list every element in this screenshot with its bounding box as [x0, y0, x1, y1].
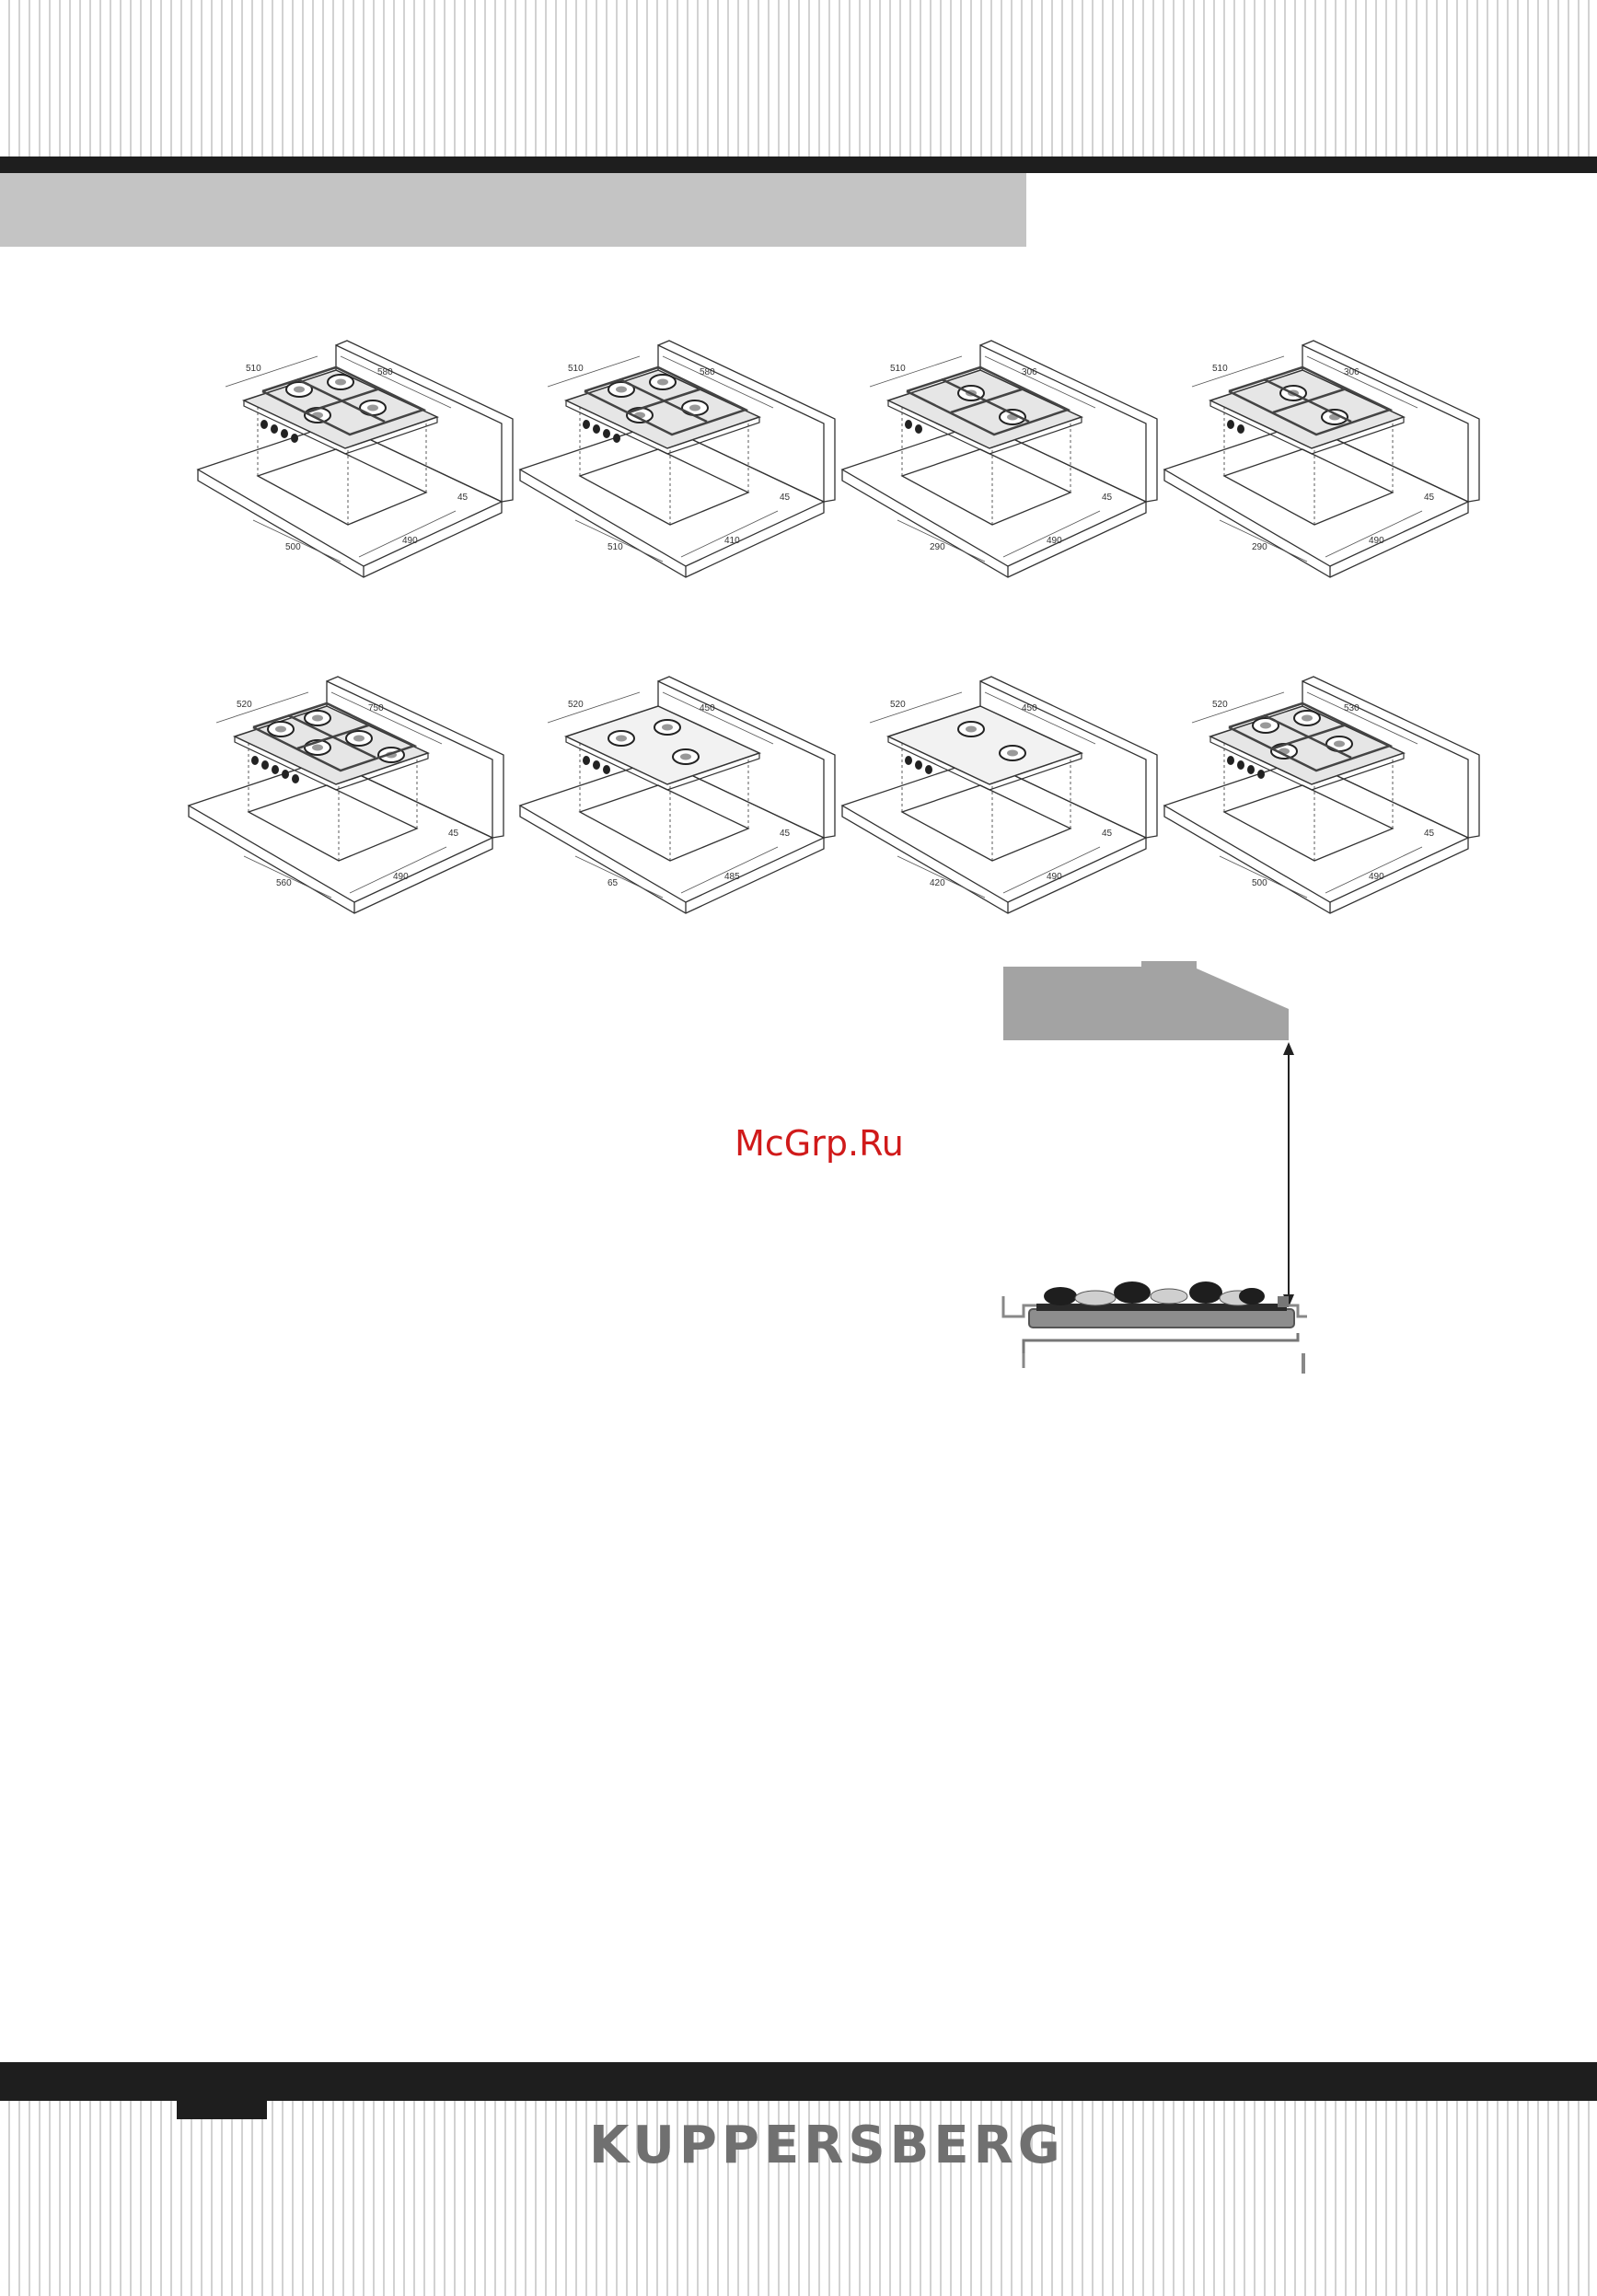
dim-cutout-depth: 500 — [285, 542, 301, 552]
control-knob-icon — [583, 420, 590, 429]
bottom-dark-band — [0, 2062, 1597, 2101]
brand-logo-text: KUPPERSBERG — [589, 2116, 1049, 2175]
hob-top — [888, 370, 1082, 448]
countertop-cutout — [902, 449, 1070, 525]
dim-top-depth: 510 — [246, 364, 261, 374]
dim-cutout-depth: 560 — [276, 878, 292, 888]
control-knob-icon — [925, 765, 932, 774]
countertop-cutout — [580, 449, 748, 525]
dim-offset: 45 — [1424, 493, 1435, 503]
control-knob-icon — [292, 774, 299, 783]
dim-top-depth: 510 — [568, 364, 584, 374]
top-stripe-pattern — [0, 0, 1597, 157]
dim-top-width: 530 — [1344, 703, 1360, 713]
dim-top-width: 450 — [1022, 703, 1037, 713]
control-knob-icon — [260, 420, 268, 429]
top-dark-band — [0, 157, 1597, 173]
dim-top-depth: 520 — [237, 700, 252, 710]
dim-top-depth: 510 — [1212, 364, 1228, 374]
dim-offset: 45 — [780, 493, 791, 503]
dim-cutout-width: 490 — [402, 536, 418, 546]
countertop-cutout — [902, 785, 1070, 861]
hob-installation-figure-6: 520 450 65 485 45 — [511, 672, 842, 921]
dim-offset: 45 — [457, 493, 469, 503]
countertop-cutout — [1224, 785, 1393, 861]
control-knob-icon — [593, 424, 600, 434]
control-knob-icon — [583, 756, 590, 765]
hob-top — [888, 706, 1082, 784]
hob-installation-figure-3: 510 306 290 490 45 — [833, 336, 1164, 585]
control-knob-icon — [613, 434, 620, 443]
control-knob-icon — [603, 429, 610, 438]
hob-top — [235, 706, 428, 784]
dim-cutout-depth: 420 — [930, 878, 945, 888]
dim-top-width: 450 — [700, 703, 715, 713]
control-knob-icon — [1227, 756, 1234, 765]
hob-top — [1210, 370, 1404, 448]
control-knob-icon — [905, 756, 912, 765]
hob-installation-figure-1: 510 580 500 490 45 — [189, 336, 520, 585]
hood-clearance-diagram — [976, 948, 1325, 1390]
dim-cutout-width: 410 — [724, 536, 740, 546]
control-knob-icon — [915, 424, 922, 434]
dim-cutout-depth: 290 — [930, 542, 945, 552]
control-knob-icon — [271, 424, 278, 434]
dim-cutout-depth: 510 — [608, 542, 623, 552]
dim-top-width: 580 — [377, 367, 393, 377]
dim-offset: 45 — [780, 829, 791, 839]
dim-cutout-depth: 290 — [1252, 542, 1267, 552]
hob-installation-figure-2: 510 580 510 410 45 — [511, 336, 842, 585]
dim-top-depth: 520 — [1212, 700, 1228, 710]
clearance-arrow-up-icon — [1283, 1042, 1294, 1055]
hob-installation-figure-5: 520 750 560 490 45 — [179, 672, 511, 921]
hob-installation-figure-4: 510 306 290 490 45 — [1155, 336, 1487, 585]
dim-top-depth: 520 — [568, 700, 584, 710]
control-knob-icon — [593, 760, 600, 770]
control-knob-icon — [291, 434, 298, 443]
dim-top-depth: 510 — [890, 364, 906, 374]
dim-offset: 45 — [448, 829, 459, 839]
control-knob-icon — [905, 420, 912, 429]
countertop-cutout — [258, 449, 426, 525]
dim-offset: 45 — [1102, 829, 1113, 839]
control-knob-icon — [1247, 765, 1255, 774]
dim-top-width: 306 — [1022, 367, 1037, 377]
watermark-text: McGrp.Ru — [700, 1123, 939, 1164]
hob-side-view — [1003, 1281, 1307, 1374]
countertop-cutout — [249, 785, 417, 861]
hob-installation-figure-7: 520 450 420 490 45 — [833, 672, 1164, 921]
page-number-tab — [177, 2101, 267, 2119]
control-knob-icon — [1227, 420, 1234, 429]
control-knob-icon — [281, 429, 288, 438]
control-knob-icon — [282, 770, 289, 779]
dim-cutout-depth: 500 — [1252, 878, 1267, 888]
dim-cutout-width: 485 — [724, 872, 740, 882]
control-knob-icon — [603, 765, 610, 774]
countertop-cutout — [1224, 449, 1393, 525]
dim-top-width: 750 — [368, 703, 384, 713]
control-knob-icon — [251, 756, 259, 765]
control-knob-icon — [272, 765, 279, 774]
control-knob-icon — [1257, 770, 1265, 779]
dim-top-width: 306 — [1344, 367, 1360, 377]
dim-cutout-depth: 65 — [608, 878, 619, 888]
control-knob-icon — [1237, 760, 1244, 770]
dim-offset: 45 — [1102, 493, 1113, 503]
dim-top-depth: 520 — [890, 700, 906, 710]
dim-cutout-width: 490 — [393, 872, 409, 882]
dim-offset: 45 — [1424, 829, 1435, 839]
control-knob-icon — [261, 760, 269, 770]
header-grey-bar — [0, 173, 1026, 247]
control-knob-icon — [915, 760, 922, 770]
dim-cutout-width: 490 — [1047, 536, 1062, 546]
dim-cutout-width: 490 — [1047, 872, 1062, 882]
hob-installation-figure-8: 520 530 500 490 45 — [1155, 672, 1487, 921]
control-knob-icon — [1237, 424, 1244, 434]
dim-cutout-width: 490 — [1369, 872, 1384, 882]
countertop-cutout — [580, 785, 748, 861]
hob-top — [566, 706, 759, 784]
dim-cutout-width: 490 — [1369, 536, 1384, 546]
range-hood-body — [1003, 961, 1289, 1040]
dim-top-width: 580 — [700, 367, 715, 377]
